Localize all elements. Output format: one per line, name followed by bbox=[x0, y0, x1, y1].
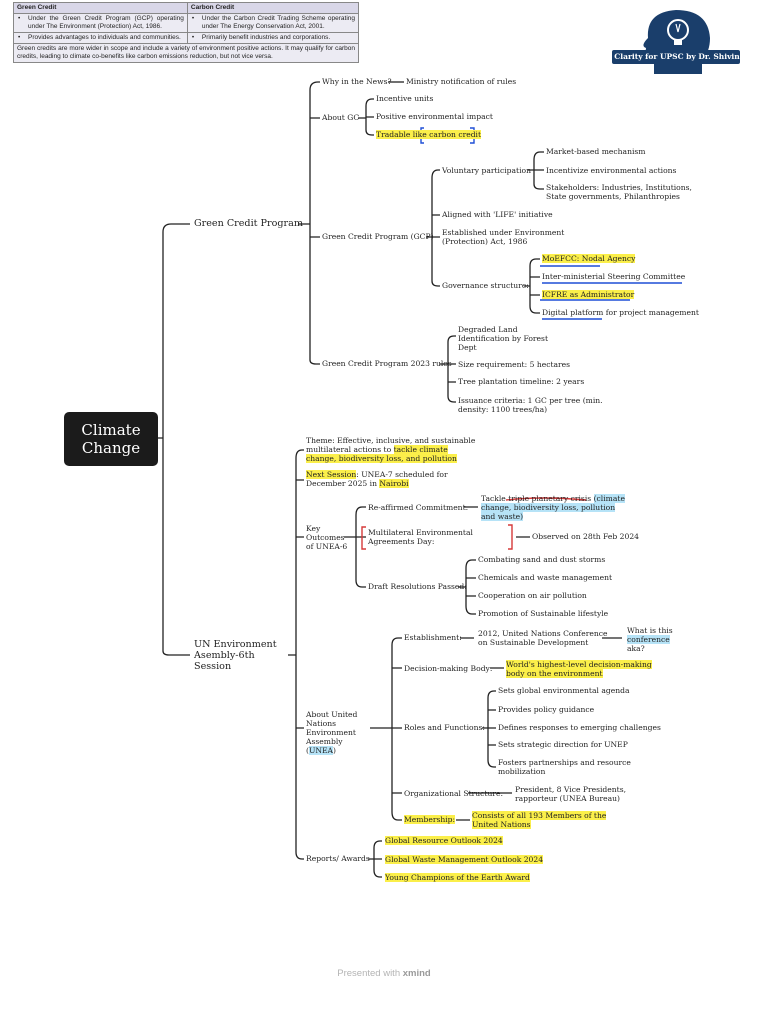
node-roles[interactable]: Roles and Functions: bbox=[404, 723, 485, 732]
est-note-highlight: conference bbox=[627, 635, 670, 644]
node-air-pollution[interactable]: Cooperation on air pollution bbox=[478, 591, 587, 600]
table-header-carbon-credit: Carbon Credit bbox=[186, 2, 360, 14]
node-digital-platform[interactable]: Digital platform for project management bbox=[542, 308, 699, 317]
node-global-resource-outlook[interactable]: Global Resource Outlook 2024 bbox=[385, 836, 503, 845]
branch-green-credit-program[interactable]: Green Credit Program bbox=[194, 218, 303, 229]
root-title-line1: Climate bbox=[81, 421, 141, 439]
node-theme[interactable]: Theme: Effective, inclusive, and sustain… bbox=[306, 436, 476, 463]
node-next-session[interactable]: Next Session: UNEA-7 scheduled for Decem… bbox=[306, 470, 456, 488]
table-cell: Provides advantages to individuals and c… bbox=[13, 32, 188, 44]
logo-text: Clarity for UPSC by Dr. Shivin bbox=[614, 52, 740, 61]
table-cell: Primarily benefit industries and corpora… bbox=[186, 32, 360, 44]
node-role-responses[interactable]: Defines responses to emerging challenges bbox=[498, 723, 661, 732]
triple-crisis-prefix: Tackle bbox=[481, 494, 509, 503]
triple-crisis-mid: triple planetary crisis bbox=[508, 494, 592, 503]
node-sand-dust[interactable]: Combating sand and dust storms bbox=[478, 555, 606, 564]
footer-presented-with: Presented with xmind bbox=[0, 968, 768, 979]
next-session-city: Nairobi bbox=[379, 479, 409, 488]
about-unea-suffix: ) bbox=[333, 746, 337, 755]
node-sustainable-lifestyle[interactable]: Promotion of Sustainable lifestyle bbox=[478, 609, 609, 618]
footer-brand: xmind bbox=[402, 968, 431, 979]
node-tradable[interactable]: Tradable like carbon credit bbox=[376, 130, 482, 139]
node-news-value[interactable]: Ministry notification of rules bbox=[406, 77, 517, 86]
root-node[interactable]: Climate Change bbox=[64, 412, 158, 466]
node-about-gc[interactable]: About GC bbox=[322, 113, 360, 122]
next-session-text: : UNEA-7 scheduled for December 2025 in bbox=[306, 470, 448, 488]
table-header-green-credit: Green Credit bbox=[13, 2, 188, 14]
node-gcp[interactable]: Green Credit Program (GCP) bbox=[322, 232, 434, 241]
node-role-unep[interactable]: Sets strategic direction for UNEP bbox=[498, 740, 628, 749]
node-degraded-land[interactable]: Degraded Land Identification by Forest D… bbox=[458, 325, 548, 352]
node-governance[interactable]: Governance structure: bbox=[442, 281, 529, 290]
node-positive-impact[interactable]: Positive environmental impact bbox=[376, 112, 493, 121]
node-est-value[interactable]: 2012, United Nations Conference on Susta… bbox=[478, 629, 608, 647]
node-triple-crisis[interactable]: Tackle triple planetary crisis (climate … bbox=[481, 494, 631, 521]
table-cell: Under the Carbon Credit Trading Scheme o… bbox=[186, 13, 360, 33]
node-membership-value[interactable]: Consists of all 193 Members of the Unite… bbox=[472, 811, 624, 829]
node-reports-awards[interactable]: Reports/ Awards bbox=[306, 854, 370, 863]
logo-head-bulb-icon bbox=[612, 10, 740, 74]
node-life[interactable]: Aligned with 'LIFE' initiative bbox=[442, 210, 553, 219]
node-draft-resolutions[interactable]: Draft Resolutions Passed: bbox=[368, 582, 467, 591]
node-waste-outlook[interactable]: Global Waste Management Outlook 2024 bbox=[385, 855, 544, 864]
node-market-based[interactable]: Market-based mechanism bbox=[546, 147, 646, 156]
next-session-label: Next Session bbox=[306, 470, 357, 479]
about-unea-abbr: UNEA bbox=[308, 746, 334, 755]
node-mea-date[interactable]: Observed on 28th Feb 2024 bbox=[532, 532, 640, 541]
table-cell: Under the Green Credit Program (GCP) ope… bbox=[13, 13, 188, 33]
node-plantation-timeline[interactable]: Tree plantation timeline: 2 years bbox=[458, 377, 585, 386]
node-issuance[interactable]: Issuance criteria: 1 GC per tree (min. d… bbox=[458, 396, 603, 414]
node-why-in-news[interactable]: Why in the News? bbox=[322, 77, 392, 86]
root-title-line2: Change bbox=[81, 439, 141, 457]
node-gcp-rules[interactable]: Green Credit Program 2023 rules bbox=[322, 359, 452, 368]
node-key-outcomes[interactable]: Key Outcomes of UNEA-6 bbox=[306, 524, 348, 551]
footer-prefix: Presented with bbox=[337, 968, 403, 979]
node-role-policy[interactable]: Provides policy guidance bbox=[498, 705, 595, 714]
about-unea-prefix: About United Nations Environment Assembl… bbox=[306, 710, 358, 755]
node-voluntary[interactable]: Voluntary participation bbox=[442, 166, 531, 175]
node-icfre[interactable]: ICFRE as Administrator bbox=[542, 290, 635, 299]
node-establishment[interactable]: Establishment: bbox=[404, 633, 462, 642]
node-mea-day[interactable]: Multilateral Environmental Agreements Da… bbox=[368, 528, 473, 546]
node-incentive-units[interactable]: Incentive units bbox=[376, 94, 434, 103]
node-steering-committee[interactable]: Inter-ministerial Steering Committee bbox=[542, 272, 686, 281]
table-note: Green credits are more wider in scope an… bbox=[13, 43, 359, 63]
node-size-requirement[interactable]: Size requirement: 5 hectares bbox=[458, 360, 571, 369]
node-moefcc[interactable]: MoEFCC: Nodal Agency bbox=[542, 254, 636, 263]
node-about-unea[interactable]: About United Nations Environment Assembl… bbox=[306, 710, 370, 755]
node-stakeholders[interactable]: Stakeholders: Industries, Institutions, … bbox=[546, 183, 692, 201]
node-org-value[interactable]: President, 8 Vice Presidents, rapporteur… bbox=[515, 785, 627, 803]
node-reaffirmed[interactable]: Re-affirmed Commitment: bbox=[368, 503, 469, 512]
node-chemicals[interactable]: Chemicals and waste management bbox=[478, 573, 613, 582]
node-est-note[interactable]: What is this conference aka? bbox=[627, 626, 677, 653]
node-decision-body[interactable]: Decision-making Body: bbox=[404, 664, 493, 673]
est-note-prefix: What is this bbox=[627, 626, 673, 635]
est-note-suffix: aka? bbox=[627, 644, 645, 653]
node-role-agenda[interactable]: Sets global environmental agenda bbox=[498, 686, 630, 695]
node-decision-value[interactable]: World's highest-level decision-making bo… bbox=[506, 660, 666, 678]
decision-value-highlight: World's highest-level decision-making bo… bbox=[506, 660, 652, 678]
node-org-structure[interactable]: Organizational Structure: bbox=[404, 789, 504, 798]
membership-value-highlight: Consists of all 193 Members of the Unite… bbox=[472, 811, 607, 829]
node-incentivize[interactable]: Incentivize environmental actions bbox=[546, 166, 677, 175]
node-established[interactable]: Established under Environment (Protectio… bbox=[442, 228, 565, 246]
theme-text: Theme: Effective, inclusive, and sustain… bbox=[306, 436, 476, 454]
node-young-champions[interactable]: Young Champions of the Earth Award bbox=[385, 873, 530, 882]
branch-unea[interactable]: UN Environment Asembly-6th Session bbox=[194, 639, 277, 672]
node-role-partnerships[interactable]: Fosters partnerships and resource mobili… bbox=[498, 758, 631, 776]
node-membership[interactable]: Membership: bbox=[404, 815, 456, 824]
comparison-table: Green Credit Carbon Credit Under the Gre… bbox=[13, 2, 360, 63]
